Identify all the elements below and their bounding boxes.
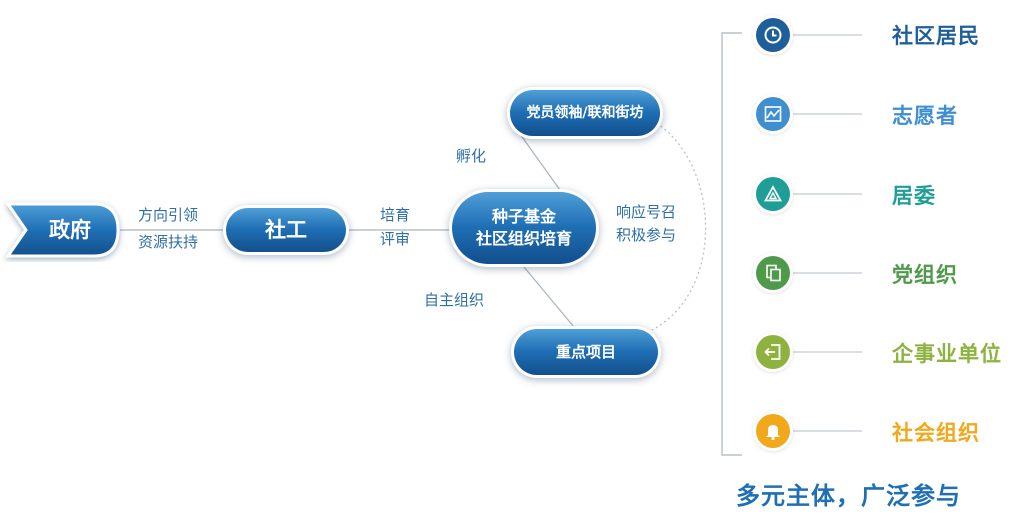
edge-label-sw-fund-line1: 培育 (380, 206, 411, 224)
bell-icon (766, 425, 780, 441)
edge-label-gov-sw: 方向引领 资源扶持 (138, 205, 198, 254)
edge-label-self-organize: 自主组织 (424, 291, 485, 309)
triangle-icon (763, 185, 783, 202)
exit-icon (764, 344, 781, 360)
key-projects-label: 重点项目 (555, 342, 616, 361)
entity-icon-1 (756, 18, 790, 52)
clock-icon (764, 26, 782, 44)
entity-icon-4 (756, 256, 790, 290)
entity-label-3: 居委 (892, 184, 936, 208)
edge-label-gov-sw-line1: 方向引领 (138, 206, 199, 224)
edge-label-respond: 响应号召 积极参与 (616, 202, 676, 247)
document-icon (766, 264, 781, 282)
edge-label-respond-line2: 积极参与 (616, 225, 677, 244)
edge-label-gov-sw-line2: 资源扶持 (138, 232, 199, 251)
entity-label-4: 党组织 (892, 263, 958, 287)
chart-icon (764, 106, 782, 122)
entity-label-5: 企事业单位 (892, 342, 1002, 366)
edge-label-respond-line1: 响应号召 (616, 203, 677, 221)
edge-label-sw-fund: 培育 评审 (380, 205, 410, 251)
government-node-shape (5, 202, 120, 258)
seed-fund-node: 种子基金 社区组织培育 (452, 192, 596, 264)
social-worker-label: 社工 (265, 217, 307, 242)
entity-label-2: 志愿者 (892, 104, 958, 128)
seed-fund-line2: 社区组织培育 (475, 229, 572, 248)
connector-fund-leaders (519, 133, 561, 191)
entity-label-6: 社会组织 (892, 421, 980, 445)
footer-slogan: 多元主体，广泛参与 (736, 482, 961, 510)
party-leaders-label: 党员领袖/联和街坊 (526, 104, 644, 121)
edge-label-sw-fund-line2: 评审 (380, 229, 411, 248)
seed-fund-line1: 种子基金 (491, 207, 556, 227)
entity-icon-6 (756, 414, 790, 448)
entity-icon-3 (756, 177, 790, 211)
respond-dotted-arc (647, 117, 707, 331)
key-projects-node: 重点项目 (514, 329, 658, 375)
edge-label-incubate: 孵化 (456, 147, 487, 165)
social-worker-node: 社工 (226, 208, 346, 252)
entity-icon-2 (756, 97, 790, 131)
bracket-line (721, 32, 742, 456)
party-leaders-node: 党员领袖/联和街坊 (510, 90, 660, 136)
connector-fund-projects (523, 266, 575, 328)
entity-icon-5 (756, 335, 790, 369)
entity-label-1: 社区居民 (892, 24, 980, 48)
government-node-label: 政府 (49, 218, 91, 242)
